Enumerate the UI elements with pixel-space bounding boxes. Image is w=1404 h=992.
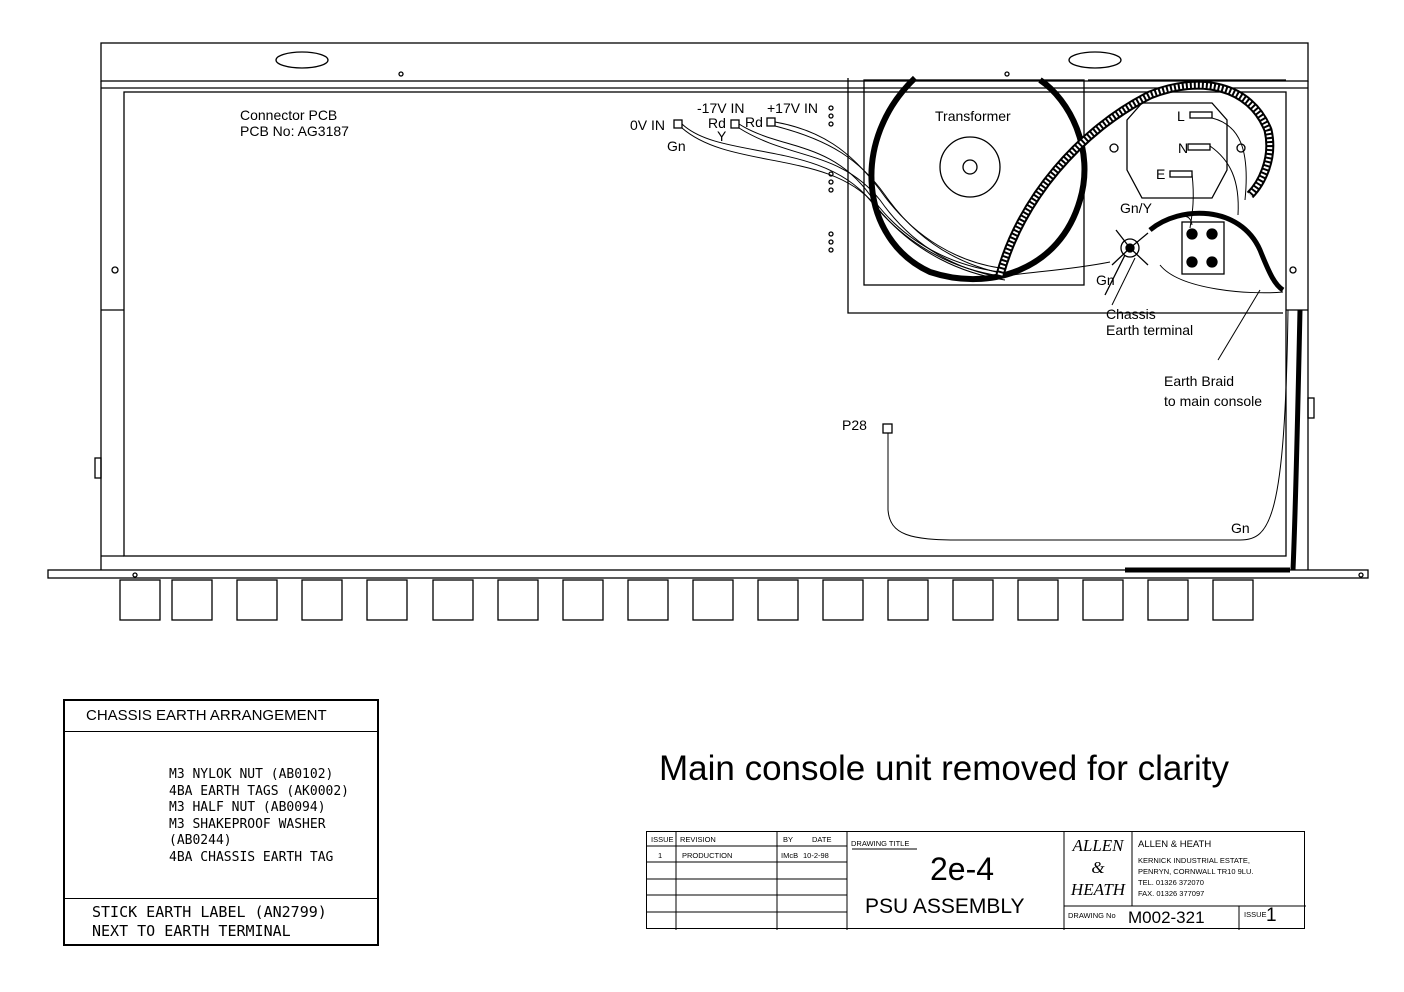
- row-revision: PRODUCTION: [682, 851, 733, 860]
- earth-part-item: M3 HALF NUT (AB0094): [169, 800, 326, 815]
- label-p28: P28: [842, 417, 867, 433]
- company-name: ALLEN & HEATH: [1138, 839, 1212, 850]
- title-block: ISSUE REVISION BY DATE 1 PRODUCTION IMcB…: [646, 831, 1306, 930]
- label-gn-top: Gn: [667, 138, 686, 154]
- chassis-earth-label-1: Chassis: [1106, 306, 1156, 322]
- drawing-number: M002-321: [1128, 908, 1205, 927]
- label-earth: E: [1156, 166, 1166, 182]
- company-logo: ALLEN & HEATH: [1067, 835, 1129, 901]
- earth-part-item: 4BA EARTH TAGS (AK0002): [169, 783, 350, 799]
- earth-parts-list: M3 NYLOK NUT (AB0102) 4BA EARTH TAGS (AK…: [169, 767, 349, 866]
- label-y: Y: [717, 128, 727, 144]
- label-rd-a: Rd: [708, 115, 726, 131]
- label-live: L: [1177, 108, 1185, 124]
- earth-label-note: STICK EARTH LABEL (AN2799) NEXT TO EARTH…: [65, 898, 377, 944]
- p28-earth-wire: [887, 309, 1289, 541]
- row-by: IMcB: [781, 851, 799, 860]
- earth-part-item: M3 NYLOK NUT (AB0102): [169, 767, 334, 782]
- chassis-earth-label-2: Earth terminal: [1106, 322, 1194, 338]
- pcb-title: Connector PCB: [240, 107, 338, 123]
- transformer-winding: [868, 75, 1303, 573]
- title-block-grid: [647, 832, 1306, 930]
- drawing-no-label: DRAWING No: [1068, 911, 1116, 920]
- row-date: 10-2-98: [803, 851, 829, 860]
- earth-braid-label-2: to main console: [1164, 393, 1263, 409]
- col-date: DATE: [812, 835, 832, 844]
- company-tel: TEL. 01326 372070: [1138, 878, 1204, 887]
- logo-line2: &: [1091, 858, 1105, 877]
- earth-part-item: 4BA CHASSIS EARTH TAG: [169, 849, 334, 865]
- earth-part-item: (AB0244): [169, 833, 232, 848]
- logo-line1: ALLEN: [1072, 836, 1124, 855]
- pcb-wires: [681, 121, 1006, 281]
- pcb-number: PCB No: AG3187: [240, 123, 349, 139]
- row-issue: 1: [658, 851, 663, 860]
- label-0v-in: 0V IN: [630, 117, 666, 133]
- earth-part-item: M3 SHAKEPROOF WASHER: [169, 816, 326, 832]
- issue-number: 1: [1266, 905, 1277, 926]
- label-gn-y: Gn/Y: [1120, 200, 1152, 216]
- label-neutral: N: [1178, 140, 1189, 156]
- label-minus17v-in: -17V IN: [697, 100, 745, 116]
- leader-lines: [1111, 257, 1261, 361]
- label-gn-bottom: Gn: [1231, 520, 1250, 536]
- earth-label-note-line2: NEXT TO EARTH TERMINAL: [92, 922, 291, 940]
- chassis-earth-arrangement-box: CHASSIS EARTH ARRANGEMENT M3 NYLOK NUT (…: [63, 699, 379, 946]
- col-issue: ISSUE: [651, 835, 674, 844]
- mains-switch: [1181, 221, 1225, 275]
- logo-line3: HEATH: [1070, 880, 1126, 899]
- connector-row: [119, 579, 1254, 621]
- col-by: BY: [783, 835, 794, 844]
- company-address-2: PENRYN, CORNWALL TR10 9LU.: [1138, 867, 1254, 876]
- drawing-title: PSU ASSEMBLY: [865, 895, 1025, 918]
- drawing-code: 2e-4: [930, 851, 995, 887]
- label-plus17v-in: +17V IN: [767, 100, 818, 116]
- transformer-label: Transformer: [935, 108, 1011, 124]
- chassis-earth-terminal: [1104, 229, 1149, 296]
- earth-arrangement-title: CHASSIS EARTH ARRANGEMENT: [65, 701, 377, 732]
- issue-label: ISSUE: [1244, 910, 1267, 919]
- company-fax: FAX. 01326 377097: [1138, 889, 1205, 898]
- label-gn-mid: Gn: [1096, 272, 1115, 288]
- main-note: Main console unit removed for clarity: [659, 749, 1229, 788]
- earth-label-note-line1: STICK EARTH LABEL (AN2799): [92, 903, 327, 921]
- chassis-outline: [47, 42, 1369, 579]
- company-address-1: KERNICK INDUSTRIAL ESTATE,: [1138, 856, 1250, 865]
- label-rd-b: Rd: [745, 114, 763, 130]
- col-revision: REVISION: [680, 835, 716, 844]
- earth-braid-label-1: Earth Braid: [1164, 373, 1235, 389]
- drawing-title-label: DRAWING TITLE: [851, 839, 910, 848]
